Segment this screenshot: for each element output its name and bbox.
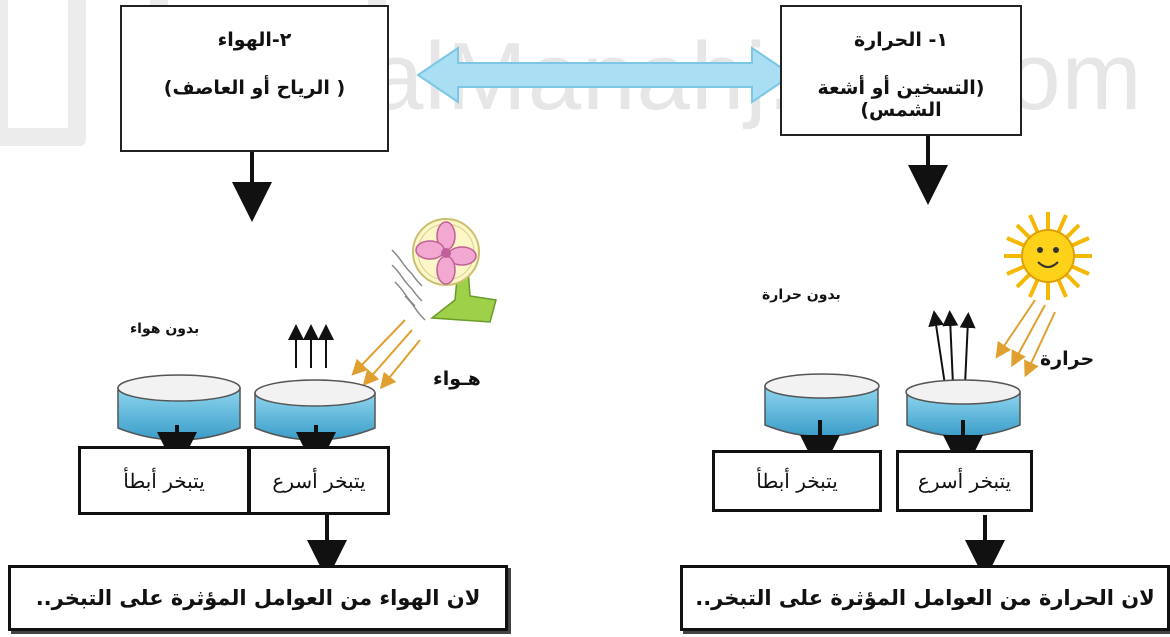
air-bowl-without [117,374,241,441]
heat-bowl-with [905,379,1021,438]
heat-slower-box: يتبخر أبطأ [712,450,882,512]
air-faster-text: يتبخر أسرع [272,468,366,493]
heat-without-label: بدون حرارة [762,287,841,303]
factor-heat-title: ١- الحرارة [854,29,948,51]
air-without-label: بدون هواء [130,321,200,337]
watermark-frame-left [0,0,86,146]
factor-heat-subtitle: (التسخين أو أشعة الشمس) [817,77,985,121]
factor-air-subtitle: ( الرياح أو العاصف) [163,77,346,99]
air-evaporation-arrows [288,324,334,368]
heat-conclusion-text: لان الحرارة من العوامل المؤثرة على التبخ… [695,586,1155,610]
air-bowl-with [254,379,376,441]
heat-faster-text: يتبخر أسرع [917,469,1012,493]
air-conclusion-text: لان الهواء من العوامل المؤثرة على التبخر… [35,586,481,610]
air-conclusion-box: لان الهواء من العوامل المؤثرة على التبخر… [8,565,508,631]
fan-icon [412,218,497,323]
air-slower-box: يتبخر أبطأ [78,446,250,515]
heat-rays [995,299,1056,378]
double-arrow [416,46,794,104]
air-faster-box: يتبخر أسرع [248,446,390,515]
air-with-label: هـواء [433,368,481,390]
sun-icon [1004,212,1092,300]
air-slower-text: يتبخر أبطأ [123,468,205,493]
heat-conclusion-box: لان الحرارة من العوامل المؤثرة على التبخ… [680,565,1170,631]
factor-air-box: ٢-الهواء ( الرياح أو العاصف) [120,5,389,152]
heat-evaporation-arrows [928,310,976,386]
heat-slower-text: يتبخر أبطأ [756,469,838,493]
wind-lines [391,249,426,321]
heat-faster-box: يتبخر أسرع [896,450,1033,512]
heat-bowl-without [764,373,880,438]
factor-air-title: ٢-الهواء [217,29,292,51]
heat-with-label: حرارة [1040,348,1095,370]
factor-heat-box: ١- الحرارة (التسخين أو أشعة الشمس) [780,5,1022,136]
air-rays [351,319,421,390]
